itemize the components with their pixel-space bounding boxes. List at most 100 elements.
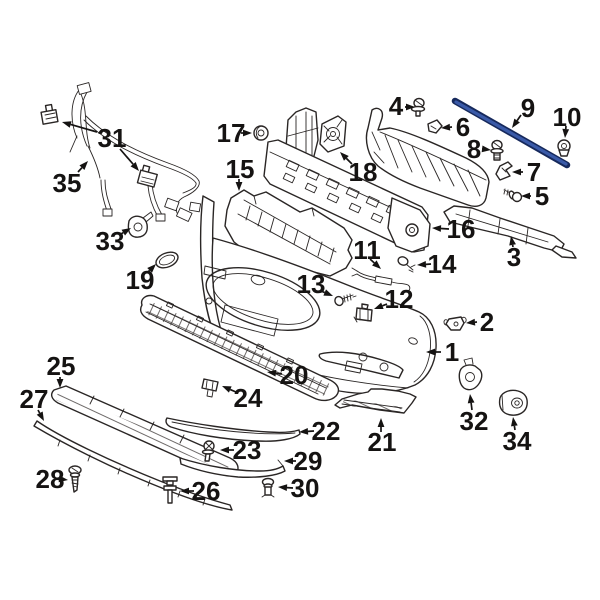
callout-3[interactable]: 3 xyxy=(507,236,521,272)
callout-label-27[interactable]: 27 xyxy=(20,384,49,414)
callout-24[interactable]: 24 xyxy=(222,383,263,413)
callout-label-7[interactable]: 7 xyxy=(527,157,541,187)
callout-19[interactable]: 19 xyxy=(126,264,156,295)
part-30-rivet[interactable] xyxy=(261,477,275,498)
part-33-parking-sensor[interactable] xyxy=(127,211,154,238)
part-14-rivet[interactable] xyxy=(397,256,416,273)
callout-6[interactable]: 6 xyxy=(441,112,470,142)
part-19-gasket[interactable] xyxy=(154,249,181,271)
callout-label-11[interactable]: 11 xyxy=(353,235,381,265)
callout-4[interactable]: 4 xyxy=(389,91,415,121)
callout-label-28[interactable]: 28 xyxy=(36,464,65,494)
callout-label-20[interactable]: 20 xyxy=(280,360,309,390)
part-13-screw[interactable] xyxy=(333,293,357,307)
callout-label-12[interactable]: 12 xyxy=(385,284,414,314)
part-34-parking-sensor[interactable] xyxy=(498,389,528,416)
callout-17[interactable]: 17 xyxy=(217,118,252,148)
callout-26[interactable]: 26 xyxy=(180,476,220,506)
callout-34[interactable]: 34 xyxy=(503,417,532,456)
callout-label-15[interactable]: 15 xyxy=(226,154,255,184)
callout-29[interactable]: 29 xyxy=(284,446,322,476)
part-35-wiring-harness[interactable] xyxy=(69,82,202,222)
part-12-clip[interactable] xyxy=(353,303,373,323)
part-21-fog-lamp-trim[interactable] xyxy=(334,388,417,414)
callout-5[interactable]: 5 xyxy=(521,181,549,211)
callout-8[interactable]: 8 xyxy=(467,134,491,164)
callout-21[interactable]: 21 xyxy=(368,418,397,457)
callout-label-9[interactable]: 9 xyxy=(521,93,535,123)
radiator-shield-panel[interactable] xyxy=(365,107,490,207)
callout-1[interactable]: 1 xyxy=(426,337,459,367)
callout-28[interactable]: 28 xyxy=(36,464,68,494)
part-24-clip[interactable] xyxy=(201,378,219,398)
callout-23[interactable]: 23 xyxy=(220,435,261,465)
part-27-molding-strip[interactable] xyxy=(33,420,233,511)
callout-label-16[interactable]: 16 xyxy=(447,214,476,244)
callout-label-25[interactable]: 25 xyxy=(47,351,76,381)
callout-11[interactable]: 11 xyxy=(353,235,381,269)
callout-label-32[interactable]: 32 xyxy=(460,406,489,436)
callout-14[interactable]: 14 xyxy=(417,249,457,279)
callout-22[interactable]: 22 xyxy=(299,416,340,446)
part-2-clip[interactable] xyxy=(443,316,467,331)
part-10-grommet-nut[interactable] xyxy=(557,139,571,157)
callout-32[interactable]: 32 xyxy=(460,394,489,436)
callout-9[interactable]: 9 xyxy=(512,93,535,128)
part-22-valance[interactable] xyxy=(165,417,301,442)
callout-label-5[interactable]: 5 xyxy=(535,181,549,211)
part-4-bolt[interactable] xyxy=(410,97,426,117)
callout-label-1[interactable]: 1 xyxy=(445,337,459,367)
part-5-bolt[interactable] xyxy=(503,188,523,203)
callout-label-14[interactable]: 14 xyxy=(428,249,457,279)
part-20-grille[interactable] xyxy=(139,294,340,402)
callout-label-10[interactable]: 10 xyxy=(553,102,582,132)
callout-31[interactable]: 31 xyxy=(62,121,139,171)
part-26-rivet-pin[interactable] xyxy=(162,476,178,504)
callout-35[interactable]: 35 xyxy=(53,161,88,198)
callout-label-30[interactable]: 30 xyxy=(291,473,320,503)
callout-13[interactable]: 13 xyxy=(297,269,333,299)
callout-label-18[interactable]: 18 xyxy=(349,157,378,187)
part-17-grommet[interactable] xyxy=(253,125,269,141)
part-31-connector-b[interactable] xyxy=(136,164,158,188)
callout-label-31[interactable]: 31 xyxy=(98,123,127,153)
callout-30[interactable]: 30 xyxy=(278,473,319,503)
callout-20[interactable]: 20 xyxy=(267,360,308,390)
callout-label-24[interactable]: 24 xyxy=(234,383,263,413)
callout-25[interactable]: 25 xyxy=(47,351,76,388)
callout-label-23[interactable]: 23 xyxy=(233,435,262,465)
callout-12[interactable]: 12 xyxy=(374,284,413,314)
part-11-retainer-rod[interactable] xyxy=(351,267,411,292)
callout-label-34[interactable]: 34 xyxy=(503,426,532,456)
callout-label-19[interactable]: 19 xyxy=(126,265,155,295)
callout-label-6[interactable]: 6 xyxy=(456,112,470,142)
callout-label-21[interactable]: 21 xyxy=(368,427,397,457)
part-31-connector-a[interactable] xyxy=(40,103,59,125)
callout-label-8[interactable]: 8 xyxy=(467,134,481,164)
callout-label-33[interactable]: 33 xyxy=(96,226,125,256)
callout-2[interactable]: 2 xyxy=(466,307,494,337)
part-9-seal-strip[interactable] xyxy=(451,97,571,169)
part-32-parking-sensor[interactable] xyxy=(458,357,483,391)
callout-label-22[interactable]: 22 xyxy=(312,416,341,446)
callout-10[interactable]: 10 xyxy=(553,102,582,138)
part-23-bolt[interactable] xyxy=(201,440,215,462)
callout-18[interactable]: 18 xyxy=(340,152,377,187)
callout-label-3[interactable]: 3 xyxy=(507,242,521,272)
callout-label-2[interactable]: 2 xyxy=(480,307,494,337)
part-8-bolt[interactable] xyxy=(490,139,504,161)
callout-label-29[interactable]: 29 xyxy=(294,446,323,476)
callout-label-26[interactable]: 26 xyxy=(192,476,221,506)
callout-label-13[interactable]: 13 xyxy=(297,269,326,299)
callout-label-4[interactable]: 4 xyxy=(389,91,404,121)
part-16-reinforcement-bar[interactable] xyxy=(263,107,431,253)
callout-label-17[interactable]: 17 xyxy=(217,118,246,148)
callout-15[interactable]: 15 xyxy=(226,154,255,191)
callout-27[interactable]: 27 xyxy=(20,384,49,421)
callout-16[interactable]: 16 xyxy=(432,214,475,244)
callout-label-35[interactable]: 35 xyxy=(53,168,82,198)
part-28-screw[interactable] xyxy=(68,465,82,493)
part-3-support-bracket[interactable] xyxy=(443,205,577,259)
part-7-bracket-clip[interactable] xyxy=(495,161,513,181)
part-18-bracket[interactable] xyxy=(319,115,347,153)
